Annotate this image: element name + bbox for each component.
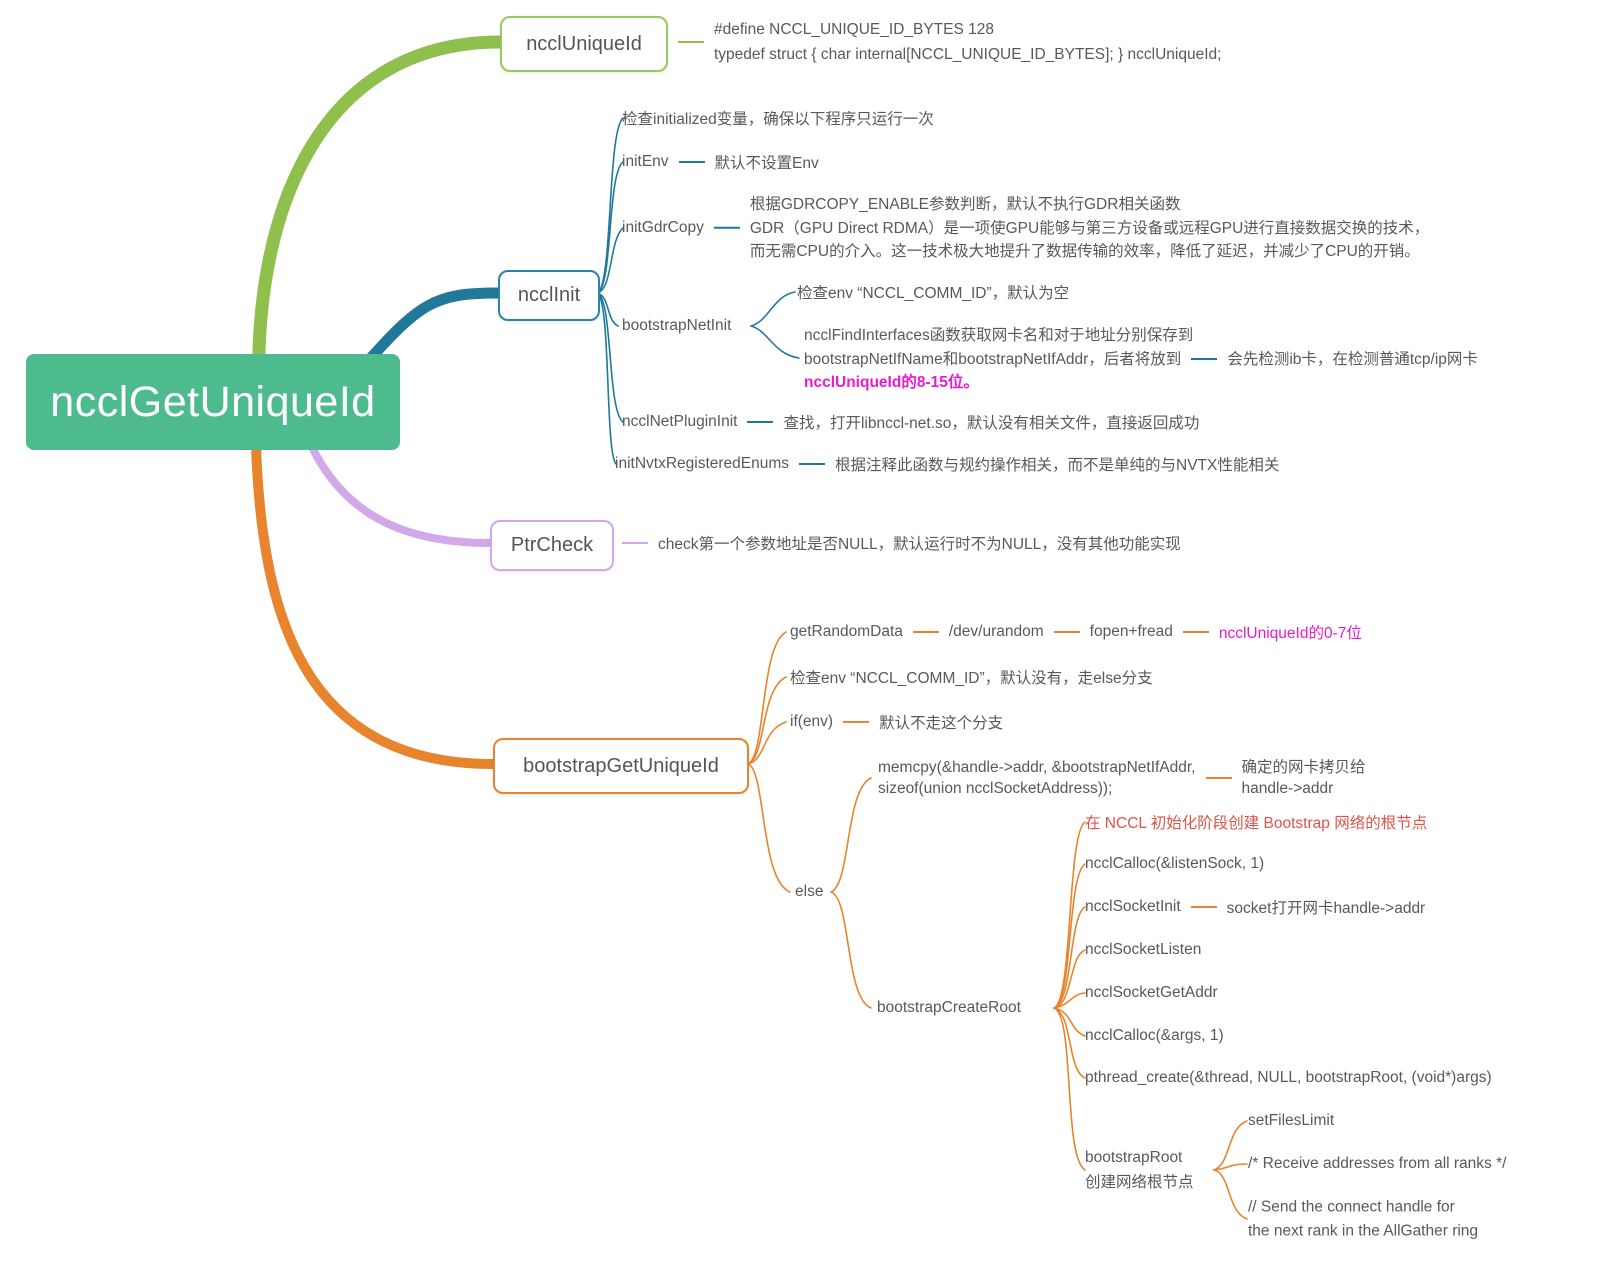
dash-connector	[1191, 358, 1218, 361]
topic-ncclUniqueId-definition[interactable]: #define NCCL_UNIQUE_ID_BYTES 128 typedef…	[668, 17, 1221, 67]
topic-ncclSocketListen[interactable]: ncclSocketListen	[1085, 941, 1202, 958]
dash-connector	[1053, 631, 1080, 633]
topic-getRandomData[interactable]: getRandomData /dev/urandom fopen+fread n…	[790, 623, 1362, 642]
topic-ncclNetPluginInit[interactable]: ncclNetPluginInit 查找，打开libnccl-net.so，默认…	[622, 413, 1200, 432]
topic-bootstrapGetUniqueId[interactable]: bootstrapGetUniqueId	[493, 738, 749, 794]
dash-connector	[1190, 906, 1217, 908]
topic-memcpy-note: 确定的网卡拷贝给 handle->addr	[1241, 759, 1366, 797]
topic-memcpy[interactable]: memcpy(&handle->addr, &bootstrapNetIfAdd…	[878, 759, 1366, 797]
dash-connector	[678, 161, 705, 163]
dash-connector	[747, 421, 774, 423]
dash-connector	[1205, 777, 1232, 779]
topic-ncclSocketGetAddr[interactable]: ncclSocketGetAddr	[1085, 984, 1218, 1001]
topic-initGdrCopy[interactable]: initGdrCopy 根据GDRCOPY_ENABLE参数判断，默认不执行GD…	[622, 195, 1430, 260]
topic-bootstrapNetInit[interactable]: bootstrapNetInit	[622, 317, 732, 334]
topic-ncclInit[interactable]: ncclInit	[498, 270, 600, 321]
topic-PtrCheck[interactable]: PtrCheck	[490, 520, 614, 571]
root-topic[interactable]: ncclGetUniqueId	[26, 354, 400, 450]
topic-detect-ib-note: 会先检测ib卡，在检测普通tcp/ip网卡	[1227, 350, 1478, 368]
topic-ncclCalloc-listenSock[interactable]: ncclCalloc(&listenSock, 1)	[1085, 855, 1265, 872]
topic-else[interactable]: else	[795, 883, 824, 900]
topic-if-env[interactable]: if(env) 默认不走这个分支	[790, 713, 1004, 732]
topic-label: ncclUniqueId	[526, 32, 642, 55]
define-line: #define NCCL_UNIQUE_ID_BYTES 128	[714, 21, 994, 38]
topic-initEnv[interactable]: initEnv 默认不设置Env	[622, 153, 819, 172]
topic-createroot-red-note[interactable]: 在 NCCL 初始化阶段创建 Bootstrap 网络的根节点	[1085, 815, 1428, 832]
topic-label: ncclInit	[517, 284, 581, 306]
dash-connector	[622, 542, 648, 544]
dash-connector	[713, 227, 740, 229]
topic-bootstrapNetInit-check-env[interactable]: 检查env “NCCL_COMM_ID”，默认为空	[797, 285, 1070, 302]
topic-PtrCheck-note[interactable]: check第一个参数地址是否NULL，默认运行时不为NULL，没有其他功能实现	[612, 532, 1181, 554]
topic-bootstrapRoot[interactable]: bootstrapRoot 创建网络根节点	[1085, 1149, 1194, 1191]
topic-ncclUniqueId[interactable]: ncclUniqueId	[500, 16, 668, 72]
topic-receive-comment[interactable]: /* Receive addresses from all ranks */	[1248, 1155, 1507, 1172]
topic-bootstrapCreateRoot[interactable]: bootstrapCreateRoot	[877, 999, 1021, 1016]
dash-connector	[843, 721, 870, 723]
topic-ncclCalloc-args[interactable]: ncclCalloc(&args, 1)	[1085, 1027, 1224, 1044]
topic-check-env-comm-id[interactable]: 检查env “NCCL_COMM_ID”，默认没有，走else分支	[790, 670, 1153, 687]
dash-connector	[799, 463, 826, 465]
topic-check-initialized[interactable]: 检查initialized变量，确保以下程序只运行一次	[622, 111, 934, 128]
root-topic-label: ncclGetUniqueId	[50, 377, 376, 426]
topic-send-comment[interactable]: // Send the connect handle for the next …	[1248, 1198, 1479, 1240]
dash-connector	[1182, 631, 1209, 633]
typedef-line: typedef struct { char internal[NCCL_UNIQ…	[714, 46, 1222, 63]
dash-connector	[678, 41, 704, 43]
topic-bootstrapNetInit-find-interfaces[interactable]: ncclFindInterfaces函数获取网卡名和对于地址分别保存到 boot…	[804, 327, 1478, 391]
topic-ncclSocketInit[interactable]: ncclSocketInit socket打开网卡handle->addr	[1085, 898, 1426, 917]
topic-setFilesLimit[interactable]: setFilesLimit	[1248, 1112, 1335, 1129]
topic-initNvtxRegisteredEnums[interactable]: initNvtxRegisteredEnums 根据注释此函数与规约操作相关，而…	[615, 455, 1280, 474]
topic-label: bootstrapGetUniqueId	[523, 754, 719, 777]
topic-label: PtrCheck	[510, 534, 594, 556]
dash-connector	[912, 631, 939, 633]
topic-pthread-create[interactable]: pthread_create(&thread, NULL, bootstrapR…	[1085, 1069, 1492, 1086]
